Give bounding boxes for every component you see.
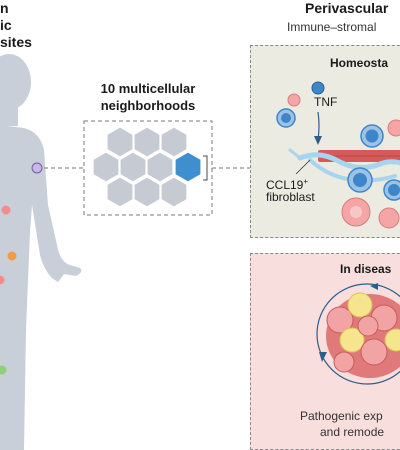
tnf-arrow: [317, 111, 320, 141]
hexagon: [119, 151, 147, 183]
ccl19-pointer: [295, 159, 311, 175]
ccl19-superscript: +: [303, 177, 309, 186]
homeostasis-label: Homeosta: [330, 56, 389, 70]
sites-title-line2: ic sites: [0, 17, 32, 50]
neighborhoods-title-line2: neighborhoods: [100, 98, 196, 113]
immune-cell-blue: [311, 81, 325, 95]
neighborhoods-title: 10 multicellular neighborhoods: [78, 80, 218, 114]
hexagon: [160, 176, 188, 208]
fibroblast-label: fibroblast: [266, 190, 315, 204]
pathogenic-text-line2: and remode: [320, 425, 385, 439]
ccl19-text: CCL19: [266, 178, 304, 192]
ccl19-label: CCL19+: [266, 175, 308, 192]
site-marker-orange[interactable]: [7, 251, 17, 261]
remodeling-cycle-ring: [316, 283, 400, 385]
hexagon-highlighted[interactable]: [174, 151, 202, 183]
hexagon: [160, 126, 188, 158]
hexagon: [146, 151, 174, 183]
site-marker-pink-lower[interactable]: [0, 275, 5, 285]
perivascular-subtitle: Immune–stromal: [287, 20, 377, 34]
disease-illustration: [316, 283, 400, 385]
immune-cell-pink: [287, 93, 301, 107]
tnf-label: TNF: [314, 95, 338, 109]
immune-cell-pink: [387, 119, 400, 137]
hexagon: [106, 126, 134, 158]
immune-cell-pink: [378, 207, 400, 229]
sites-title-line1: n: [0, 0, 9, 16]
hexagon: [133, 176, 161, 208]
human-body-silhouette: [0, 54, 82, 450]
neighborhood-hexagons: [92, 126, 202, 208]
hexagon: [133, 126, 161, 158]
homeostasis-illustration: [276, 81, 400, 229]
hexagon: [92, 151, 120, 183]
site-marker-selected[interactable]: [31, 162, 43, 174]
perivascular-title: Perivascular: [305, 0, 389, 16]
disease-label: In diseas: [340, 262, 392, 276]
neighborhood-box: [83, 120, 213, 216]
highlight-bracket: [203, 155, 208, 181]
pathogenic-text-line1: Pathogenic exp: [300, 409, 383, 423]
site-marker-green[interactable]: [0, 365, 7, 375]
site-marker-pink-upper[interactable]: [1, 205, 11, 215]
hexagon: [106, 176, 134, 208]
neighborhoods-title-line1: 10 multicellular: [100, 81, 196, 96]
